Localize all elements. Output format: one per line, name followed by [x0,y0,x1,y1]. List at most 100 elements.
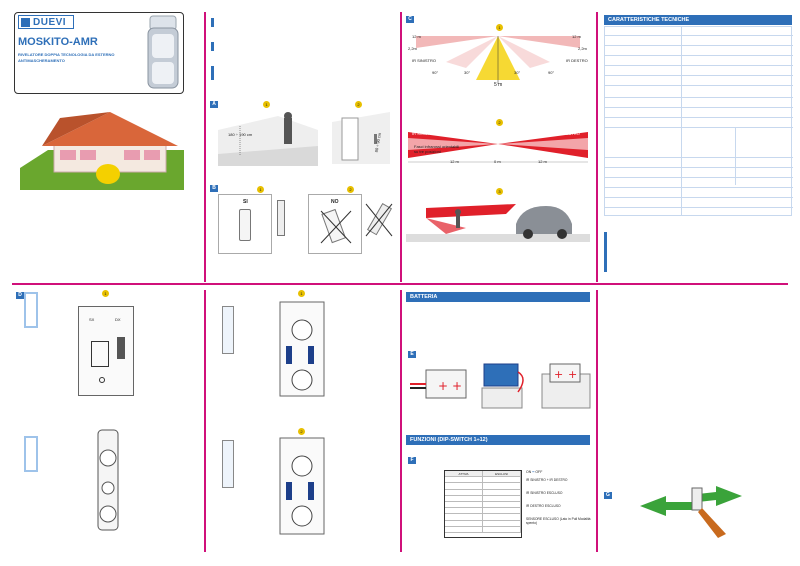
spec-row [605,187,793,188]
spec-col-divider [681,27,682,215]
divider-v6 [596,290,598,552]
dip-table-header: ATTIVA ESCLUSI [445,471,521,478]
dip-legend: ON ━ OFF IR SINISTRO + IR DESTRO IR SINI… [526,470,591,525]
section-g-tag: G [604,492,612,499]
dip-legend-item-4: SENSORE ESCLUSO (Lato in Pull Modalità s… [526,517,591,525]
spec-row [605,35,793,36]
d2-side-thumb-2 [222,440,234,488]
fig-b1-side-sensor [277,200,285,236]
fig-c1-left-side: IR SINISTRO [412,58,437,63]
spec-note-marker [604,232,607,272]
fig-c1-bottom-dist: 5 m [494,82,503,88]
dip-switch-table: ATTIVA ESCLUSI [444,470,522,538]
section-e-tag: E [408,351,416,358]
spec-table-title: CARATTERISTICHE TECNICHE [604,15,792,25]
marker-3 [211,66,214,80]
battery-fig-3: + + [541,363,591,409]
d-board-connector [117,337,125,359]
dip-legend-item-1: IR SINISTRO + IR DESTRO [526,478,568,482]
fig-c1-angle-mid-right: 30° [514,70,521,75]
fig-c1-top-left-dist: 12 m [412,34,421,39]
divider-v2 [400,12,402,282]
dip-legend-off: OFF [535,470,543,474]
fig-b1-label: SI [243,199,248,205]
fig-b2-cross-icon [320,208,352,244]
fig-c2-tick-2: 12 m [538,159,547,164]
section-b-tag: B [210,185,218,192]
d-sensor-thumb-2 [24,436,38,472]
fig-c1-angle-mid-left: 30° [464,70,471,75]
spec-row [605,45,793,46]
spec-row [605,75,793,76]
spec-row [605,107,793,108]
d-board-dx: DX [115,317,121,322]
fig-a1-height-label: 180 ÷ 190 cm [228,132,253,137]
fig-c1-number: 1 [496,24,503,31]
divider-v3 [596,12,598,282]
d-fig-number: 1 [102,290,109,297]
section-c-tag: C [406,16,414,23]
fig-c1-angle-right: 90° [548,70,555,75]
product-name: MOSKITO-AMR [18,36,98,48]
g-orientation-diagram [640,486,742,538]
house-illustration [20,112,184,190]
fig-c2-tick-0: 12 m [450,159,459,164]
fig-a1-wall-mount [218,112,318,166]
dip-row [445,508,521,515]
product-photo [147,15,179,89]
dip-row [445,483,521,490]
battery-fig-2 [481,363,524,409]
svg-text:+: + [554,368,563,381]
d2-fig-number-2: 2 [298,428,305,435]
fig-c3-number: 3 [496,188,503,195]
fig-c1-right-height: 2,2m [578,46,587,51]
spec-col-divider-2 [735,127,736,185]
dip-row [445,520,521,527]
divider-v1 [204,12,206,282]
dip-header-active: ATTIVA [445,471,483,477]
dip-row [445,495,521,502]
product-subtitle-1: RIVELATORE DOPPIA TECNOLOGIA DA ESTERNO [18,52,115,57]
fig-c3-car-scene [406,204,590,242]
d-board-sx: SX [89,317,95,322]
battery-title: BATTERIA [406,292,590,302]
svg-text:+: + [452,379,462,393]
dip-legend-item-3: IR DESTRO ESCLUSO [526,504,561,508]
marker-1 [211,18,214,27]
divider-v4 [204,290,206,552]
divider-h1 [12,283,788,285]
spec-row [605,167,793,168]
dip-row [445,514,521,521]
spec-row [605,97,793,98]
dip-row [445,477,521,484]
d-sensor-side-view [97,429,119,531]
spec-row [605,207,793,208]
fig-a2-door [332,112,390,164]
functions-title: FUNZIONI (DIP-SWITCH 1÷12) [406,435,590,445]
fig-c1-angle-left: 90° [432,70,439,75]
fig-b2-label: NO [331,199,339,205]
fig-a2-number: 2 [355,101,362,108]
spec-row [605,177,793,178]
fig-c2-note-1: Fasci infrarossi orientabili [414,144,460,149]
spec-table [604,26,793,216]
svg-text:+: + [438,379,448,393]
spec-row [605,85,793,86]
d2-fig-number-1: 1 [298,290,305,297]
fig-c1-right-side: IR DESTRO [566,58,588,63]
logo-icon [21,18,30,27]
d2-board-2 [279,437,325,535]
fig-b1-number: 1 [257,186,264,193]
d-board-led [99,377,105,383]
fig-b2-number: 2 [347,186,354,193]
dip-row [445,501,521,509]
fig-b1-box: SI [218,194,272,254]
dip-row [445,489,521,496]
d-sensor-thumb-1 [24,292,38,328]
logo: DUEVI [18,15,74,29]
product-subtitle-2: ANTIMASCHERAMENTO [18,58,65,63]
fig-b2-side-cross-icon [365,202,393,237]
fig-c2-tick-1: 0 m [494,159,501,164]
fig-c1-top-right-dist: 12 m [572,34,581,39]
fig-c2-beam-diagram [408,132,588,163]
